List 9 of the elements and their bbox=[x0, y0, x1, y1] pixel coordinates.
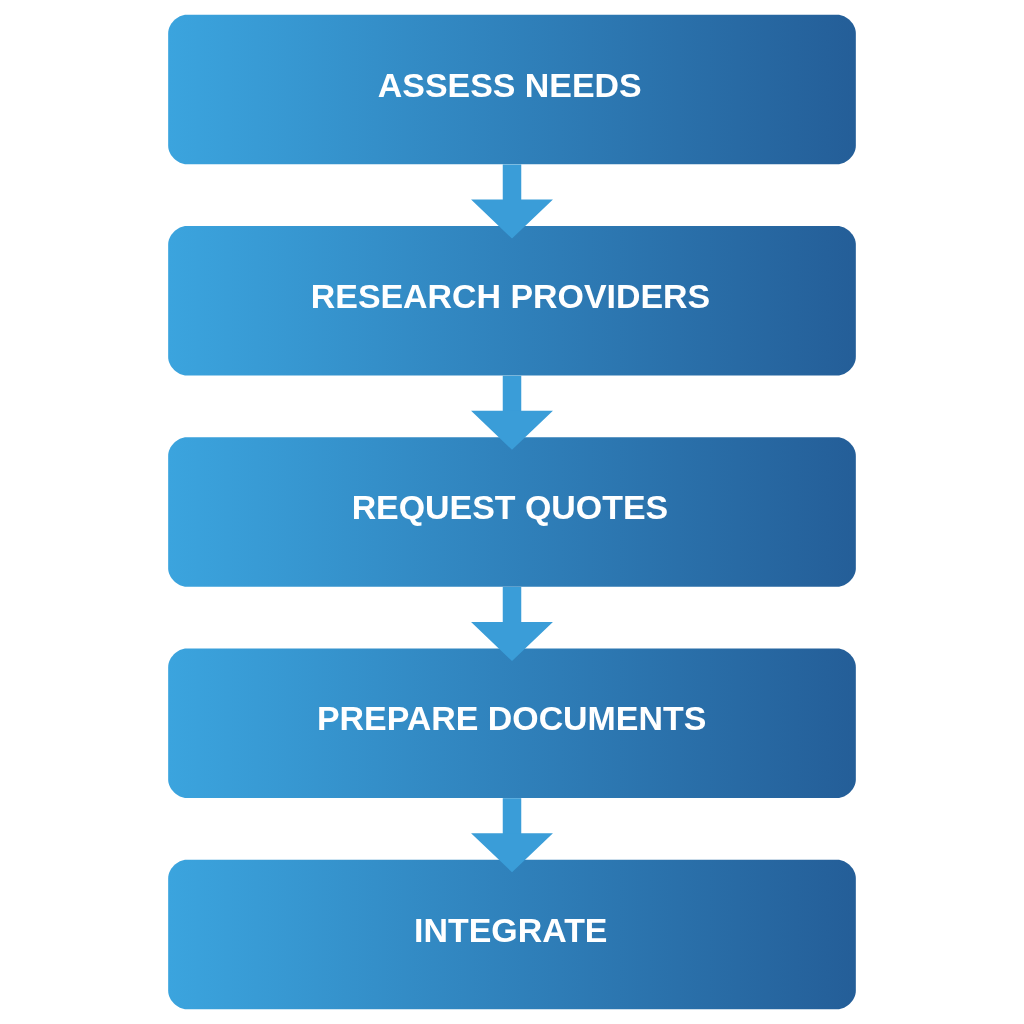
node-box: INTEGRATE bbox=[168, 859, 856, 1010]
node-box: RESEARCH PROVIDERS bbox=[168, 226, 856, 376]
arrow bbox=[471, 586, 553, 662]
node-box: REQUEST QUOTES bbox=[168, 437, 856, 587]
arrow bbox=[471, 798, 553, 873]
node-box: PREPARE DOCUMENTS bbox=[168, 648, 856, 798]
arrow bbox=[471, 375, 553, 450]
node-box: ASSESS NEEDS bbox=[168, 14, 856, 165]
arrow bbox=[471, 164, 553, 239]
